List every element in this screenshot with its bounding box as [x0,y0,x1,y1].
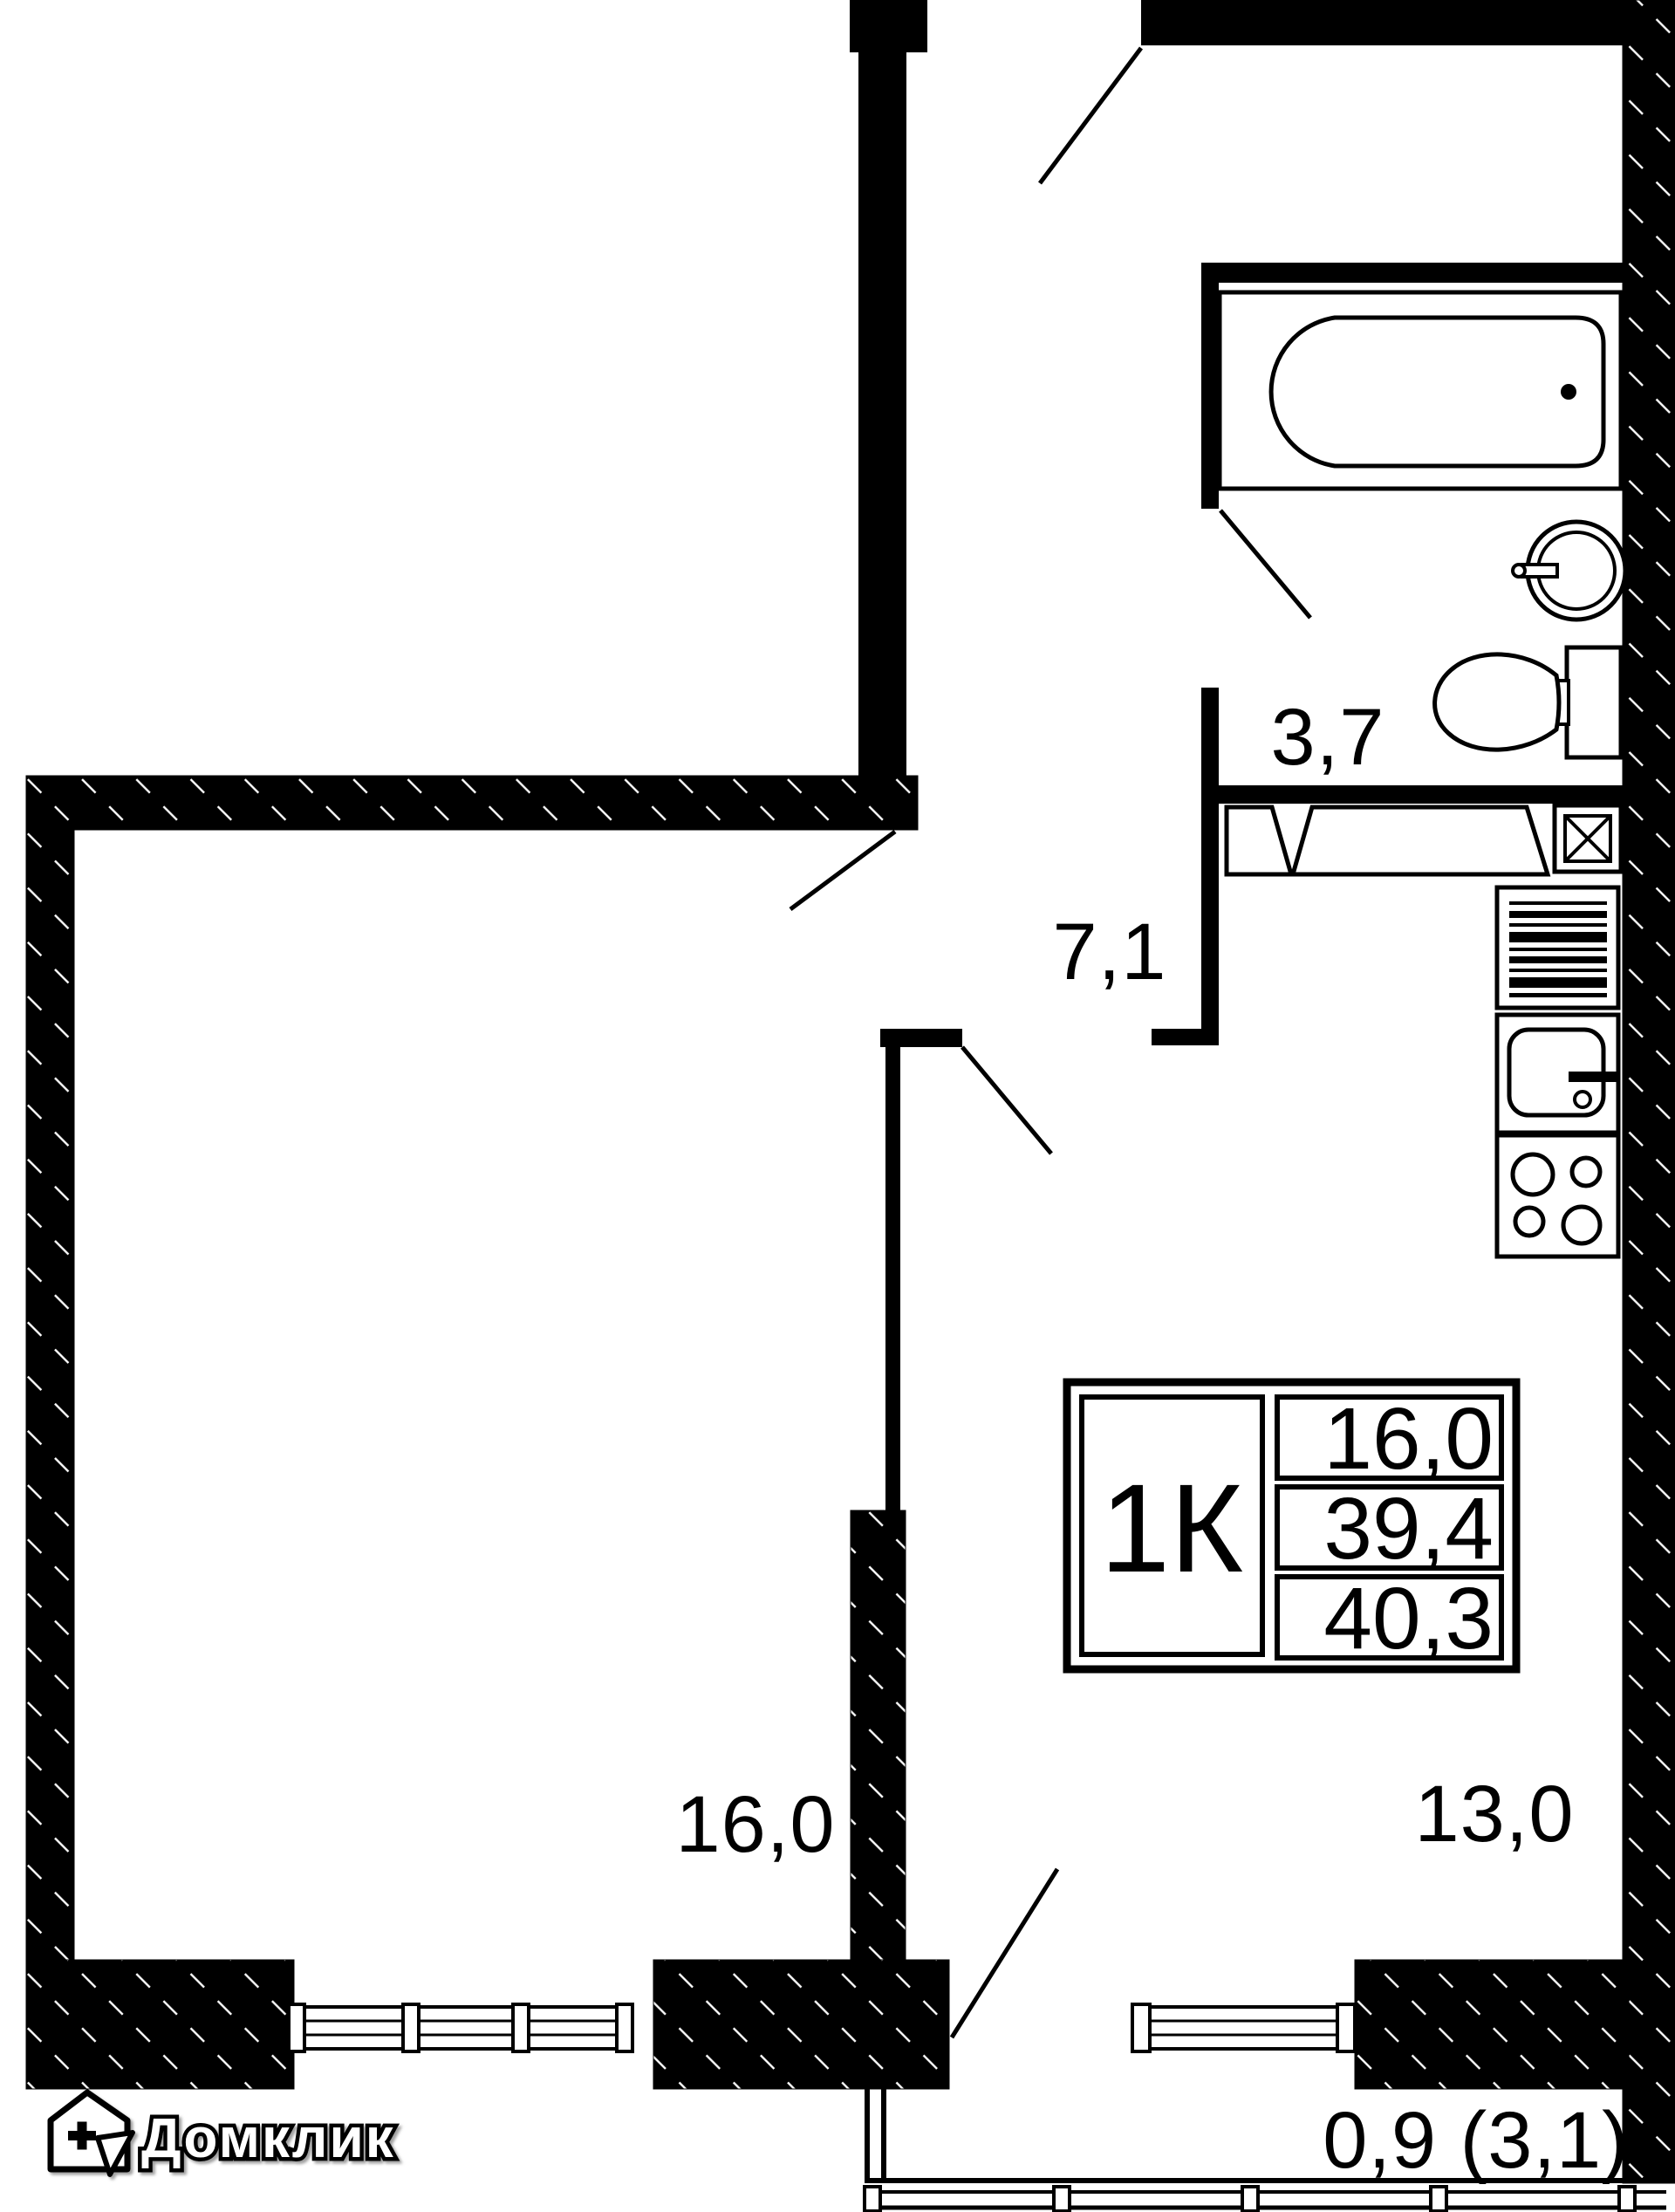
info-box-type-cell [1079,1394,1265,1657]
info-total-area: 40,3 [1323,1570,1494,1668]
balcony-side-wall-line [881,2084,886,2181]
balcony-glazing-mullion [1617,2185,1637,2212]
brand-logo: Домклик [47,2089,397,2177]
wall-left [25,775,75,2090]
wall-right [1622,0,1675,2184]
bathtub-inner [1268,315,1606,469]
wall-bottom-pier-left [25,1959,295,2090]
cursor-arrow-icon [95,2130,135,2177]
info-box-row [1275,1574,1504,1661]
window-mullion [511,2003,530,2053]
balcony-glazing-mullion [1429,2185,1448,2212]
wall-bottom-pier-middle [653,1959,950,2090]
interior-walls [850,0,1631,1510]
info-box-row [1275,1484,1504,1571]
wall-kitchen-door-stub [880,1029,962,1047]
exterior-walls [25,0,1675,2184]
kitchen-sink-drain [1573,1090,1592,1109]
window-mullion [1131,2003,1152,2053]
balcony-slab-edge [865,2178,1666,2183]
balcony-glazing-mullion [1241,2185,1260,2212]
balcony [863,2084,1666,2212]
balcony-side-wall-line [865,2084,870,2181]
info-area-no-balcony: 39,4 [1323,1480,1494,1578]
wall-partition-lower [850,1510,906,1961]
info-living-area: 16,0 [1323,1390,1494,1488]
wall-entrance-vertical [858,0,906,776]
washbasin-faucet-handle [1511,563,1527,579]
wall-bath-niche-top [1202,263,1623,283]
label-kitchen-area: 13,0 [1414,1770,1574,1859]
wall-bathroom-left-upper [1201,263,1219,509]
kitchen-fixtures [1494,885,1621,1259]
unit-info-box: 1К 16,0 39,4 40,3 [1063,1378,1521,1674]
balcony-glazing-mullion [1052,2185,1071,2212]
wall-top [1141,0,1631,45]
door-swings [789,46,1312,2039]
kitchen-window [1131,2003,1357,2053]
wall-entrance-jamb [850,0,927,52]
window-mullion [401,2003,420,2053]
kitchen-door-swing [961,1045,1053,1155]
info-unit-type: 1К [1100,1458,1243,1599]
toilet-bowl [1432,652,1562,752]
bathtub-drain [1561,384,1576,400]
window-mullion [287,2003,306,2053]
wall-bathroom-left-lower [1201,688,1219,1045]
wall-partition-upper [885,1031,900,1510]
wardrobe-door [1289,805,1551,877]
bathtub [1217,290,1624,491]
fridge-stripes [1509,901,1607,997]
toilet-tank [1564,645,1624,760]
stove-burner [1569,1155,1603,1188]
living-room-door-swing [789,829,897,912]
washbasin-faucet [1521,563,1559,579]
kitchen-sink-faucet [1569,1072,1618,1082]
balcony-door-swing [949,1867,1060,2039]
stove-burner [1513,1205,1546,1238]
stove-burner [1561,1204,1603,1246]
label-hallway-area: 7,1 [1053,907,1167,996]
bathroom-fixtures [1217,290,1628,760]
storage-and-vent [1224,803,1624,877]
window-mullion [1336,2003,1357,2053]
living-room-window [287,2003,634,2053]
label-bathroom-area: 3,7 [1271,693,1385,782]
label-living-area: 16,0 [675,1780,835,1869]
wall-bottom-pier-right [1354,1959,1630,2090]
label-balcony-area: 0,9 (3,1) [1323,2096,1630,2185]
bathroom-door-swing [1219,509,1312,620]
info-box-row [1275,1394,1504,1481]
stove-burner [1510,1152,1555,1197]
wall-bathroom-bottom [1213,785,1623,804]
entrance-door-swing [1037,46,1144,185]
vent-shaft-cross [1563,814,1612,863]
window-mullion [615,2003,634,2053]
house-icon-plus [77,2121,87,2150]
balcony-glazing-mullion [863,2185,882,2212]
stove [1494,1133,1621,1259]
brand-name: Домклик [141,2106,395,2169]
wall-living-top [25,775,919,831]
